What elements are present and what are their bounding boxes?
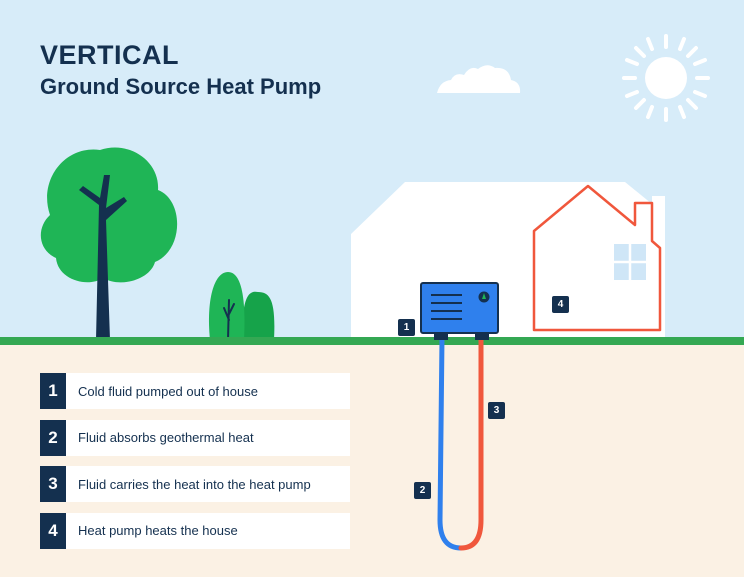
badge-1: 1 <box>398 319 415 336</box>
sun-icon <box>622 34 710 122</box>
hot-pipe <box>458 335 484 551</box>
legend-item: 2 Fluid absorbs geothermal heat <box>40 419 350 456</box>
legend-item: 4 Heat pump heats the house <box>40 512 350 549</box>
badge-2: 2 <box>414 482 431 499</box>
badge-3: 3 <box>488 402 505 419</box>
legend-number: 3 <box>40 466 66 502</box>
legend: 1 Cold fluid pumped out of house 2 Fluid… <box>40 373 350 559</box>
legend-number: 4 <box>40 512 66 549</box>
legend-text: Fluid absorbs geothermal heat <box>66 419 350 456</box>
heat-pump-unit <box>420 282 499 340</box>
legend-text: Cold fluid pumped out of house <box>66 373 350 409</box>
legend-number: 1 <box>40 373 66 409</box>
cold-pipe <box>437 335 464 551</box>
cloud-icon <box>437 65 521 93</box>
legend-text: Fluid carries the heat into the heat pum… <box>66 466 350 502</box>
house-window <box>614 244 646 280</box>
title-main: VERTICAL <box>40 40 179 70</box>
legend-number: 2 <box>40 419 66 456</box>
house-outline <box>532 184 662 332</box>
title-sub: Ground Source Heat Pump <box>40 74 322 99</box>
bush <box>208 272 275 341</box>
legend-item: 1 Cold fluid pumped out of house <box>40 373 350 409</box>
tree <box>40 147 178 340</box>
badge-4: 4 <box>552 296 569 313</box>
legend-text: Heat pump heats the house <box>66 512 350 549</box>
grass-line <box>0 337 744 345</box>
legend-item: 3 Fluid carries the heat into the heat p… <box>40 466 350 502</box>
